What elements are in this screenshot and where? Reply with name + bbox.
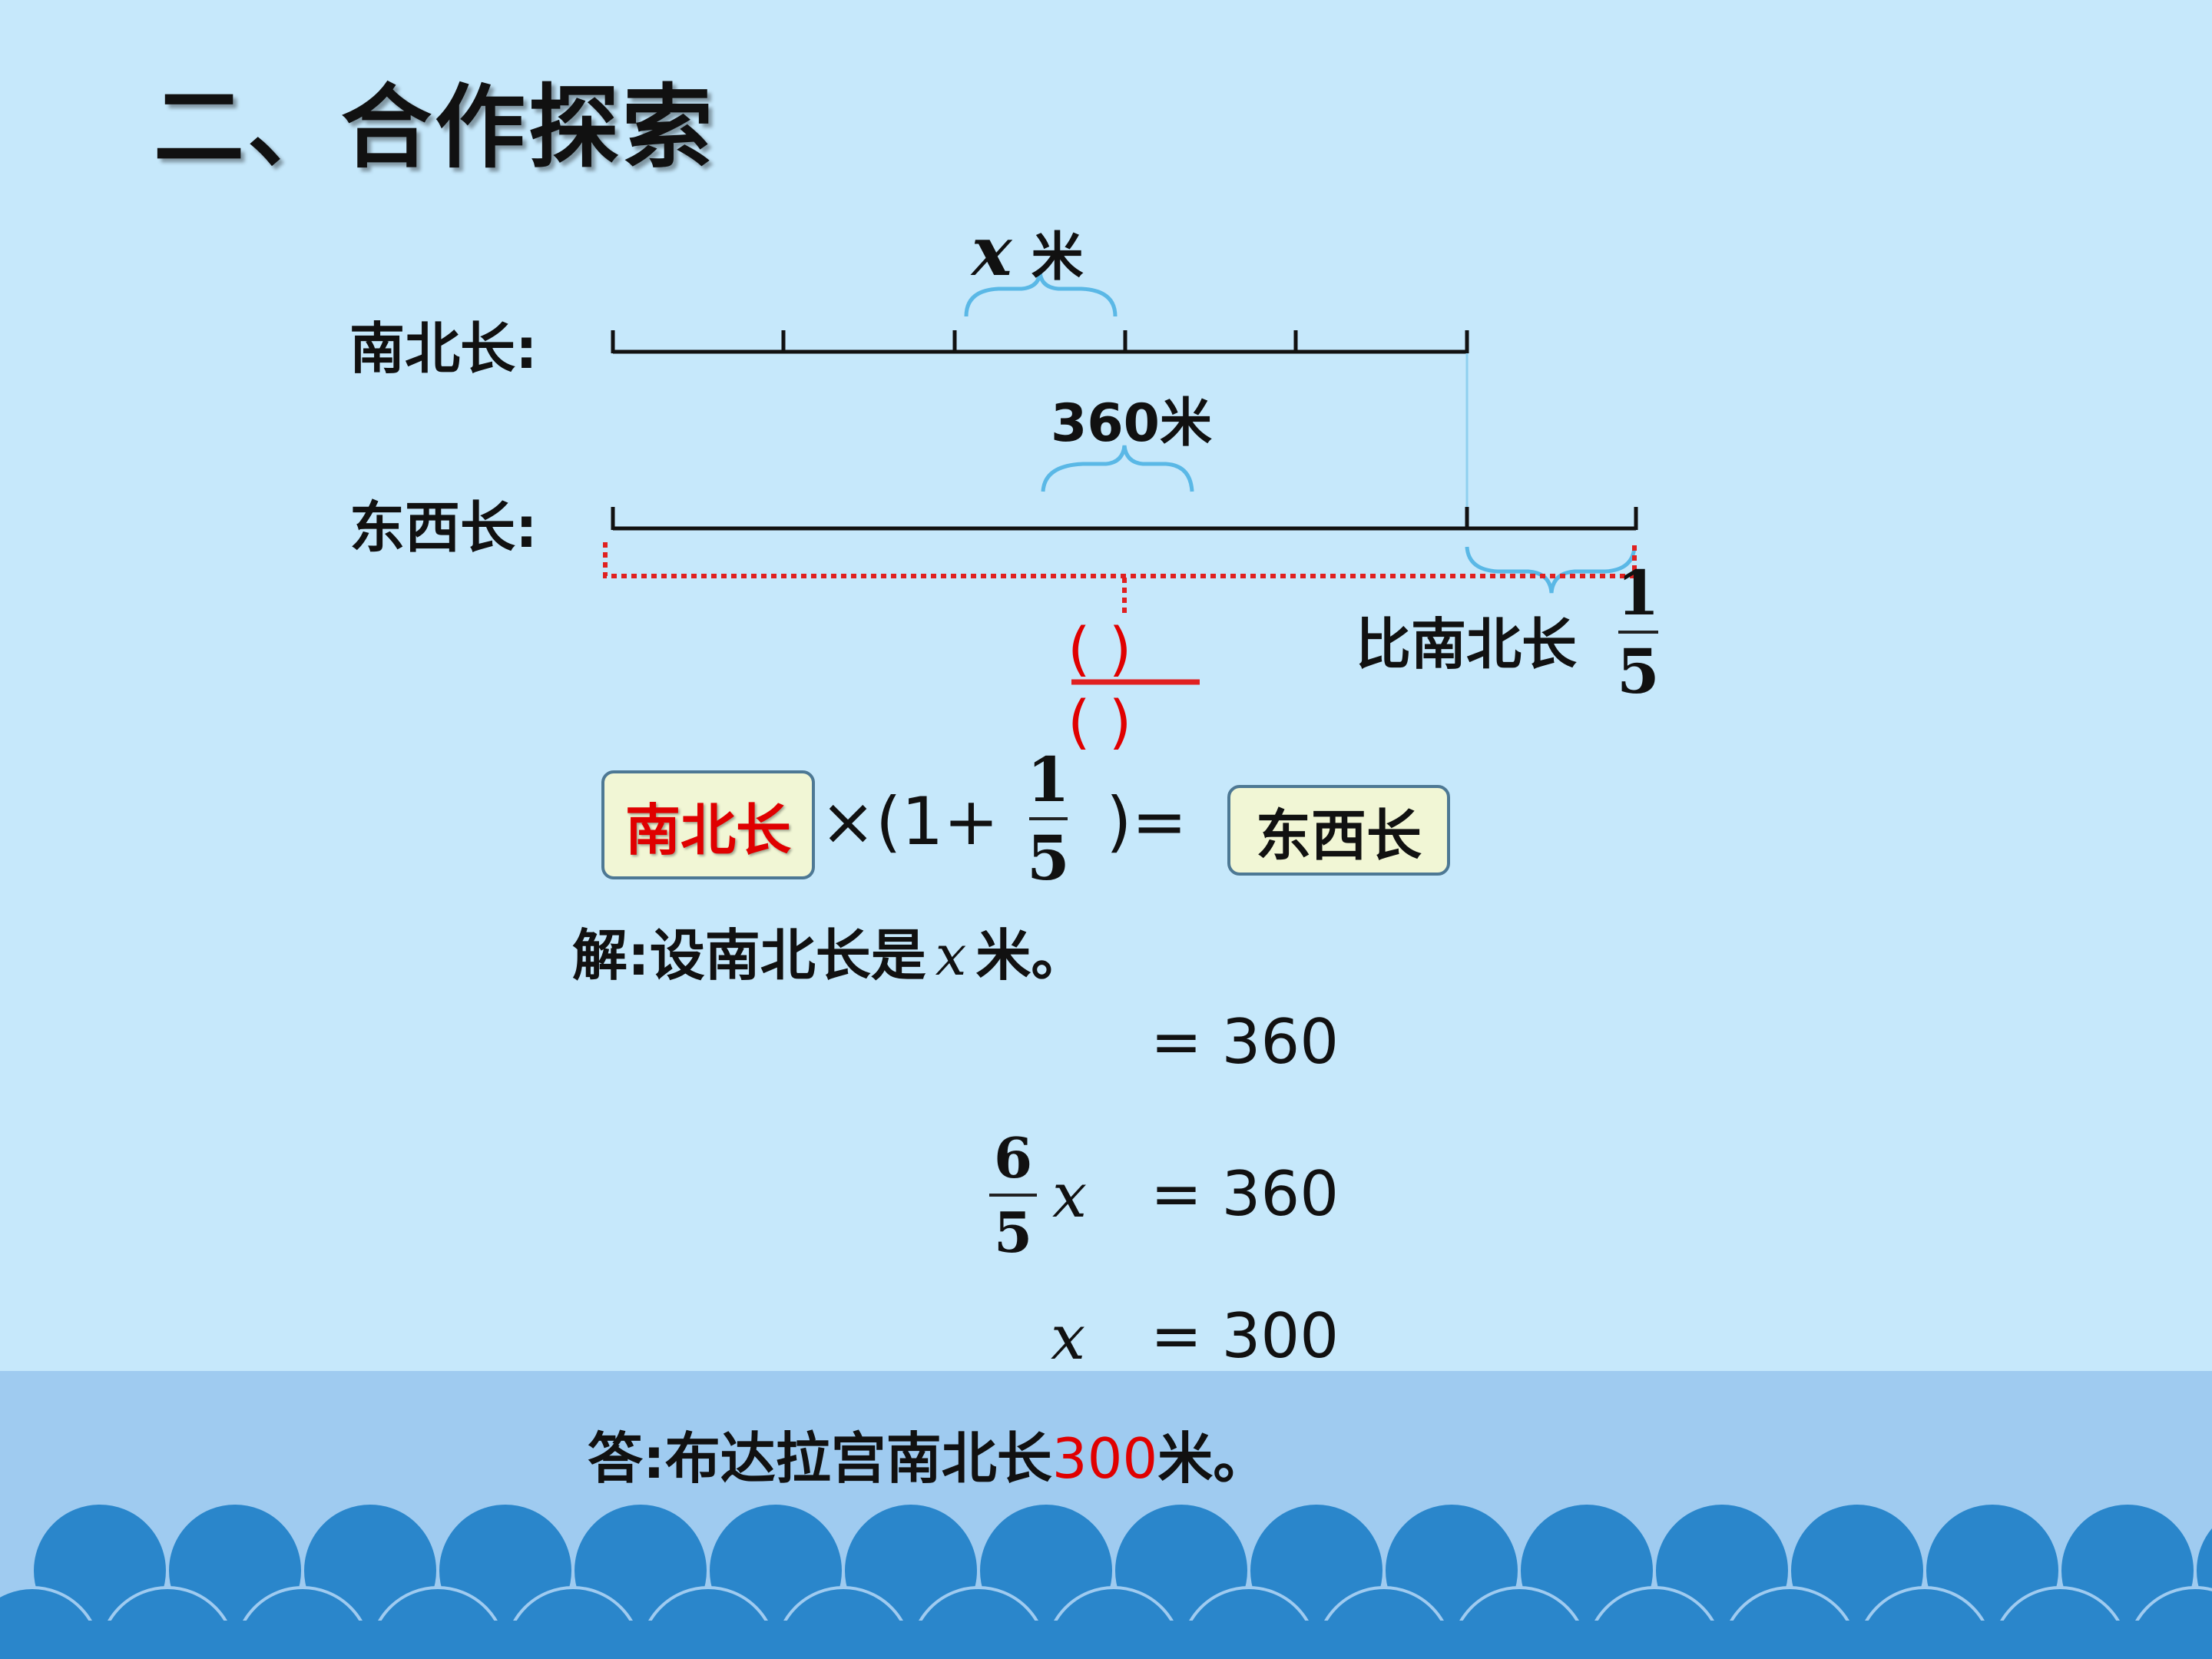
equation-line-1: = 360: [1151, 1006, 1339, 1078]
formula-fraction: 1 5: [1027, 743, 1070, 894]
extra-fraction-num: 1: [1617, 557, 1660, 629]
x-brace: [964, 270, 1118, 317]
x-variable: x: [972, 211, 1012, 291]
formula-fraction-den: 5: [1027, 822, 1070, 894]
equation-line-2: = 360: [1151, 1158, 1339, 1230]
answer-suffix: 米。: [1157, 1426, 1269, 1491]
setup-variable: x: [935, 923, 967, 988]
ew-label: 东西长:: [349, 495, 538, 560]
equation-line-2-var: x: [1052, 1160, 1088, 1231]
formula-operator-open: ×(1+: [820, 783, 999, 860]
equation-line-3-var: x: [1051, 1302, 1086, 1373]
coefficient-num: 6: [993, 1125, 1033, 1190]
setup-suffix: 米。: [975, 923, 1087, 988]
red-dotted-brace: [603, 542, 1637, 614]
equation-line-3: = 300: [1151, 1300, 1339, 1372]
formula-left-box: 南北长: [601, 770, 815, 879]
answer-text: 答:布达拉宫南北长300米。: [588, 1413, 1268, 1494]
coefficient-fraction: 6 5: [989, 1125, 1037, 1265]
x-label: x 米: [972, 211, 1084, 291]
ew-length-label: 360米: [1051, 393, 1212, 454]
ew-brace: [1041, 445, 1194, 492]
extra-brace: [1465, 546, 1637, 594]
ns-label: 南北长:: [349, 316, 538, 381]
setup-prefix: 解:设南北长是: [572, 923, 926, 988]
formula-right-box: 东西长: [1227, 785, 1450, 876]
blank-denominator: ( ): [1068, 687, 1132, 756]
x-unit: 米: [1031, 227, 1084, 288]
formula-operator-close: )=: [1106, 783, 1187, 860]
wave-base: [0, 1621, 2212, 1659]
extra-label: 比南北长: [1356, 612, 1578, 677]
answer-value: 300: [1051, 1426, 1158, 1491]
extra-fraction-den: 5: [1617, 635, 1660, 707]
coefficient-den: 5: [993, 1200, 1033, 1265]
blank-numerator: ( ): [1068, 614, 1132, 683]
page-title: 二、合作探索: [154, 75, 717, 180]
extra-fraction: 1 5: [1617, 557, 1660, 707]
formula-fraction-num: 1: [1027, 743, 1070, 816]
ew-ticks: [611, 507, 1638, 530]
ns-ticks: [611, 330, 1469, 353]
answer-prefix: 答:布达拉宫南北长: [588, 1426, 1052, 1491]
